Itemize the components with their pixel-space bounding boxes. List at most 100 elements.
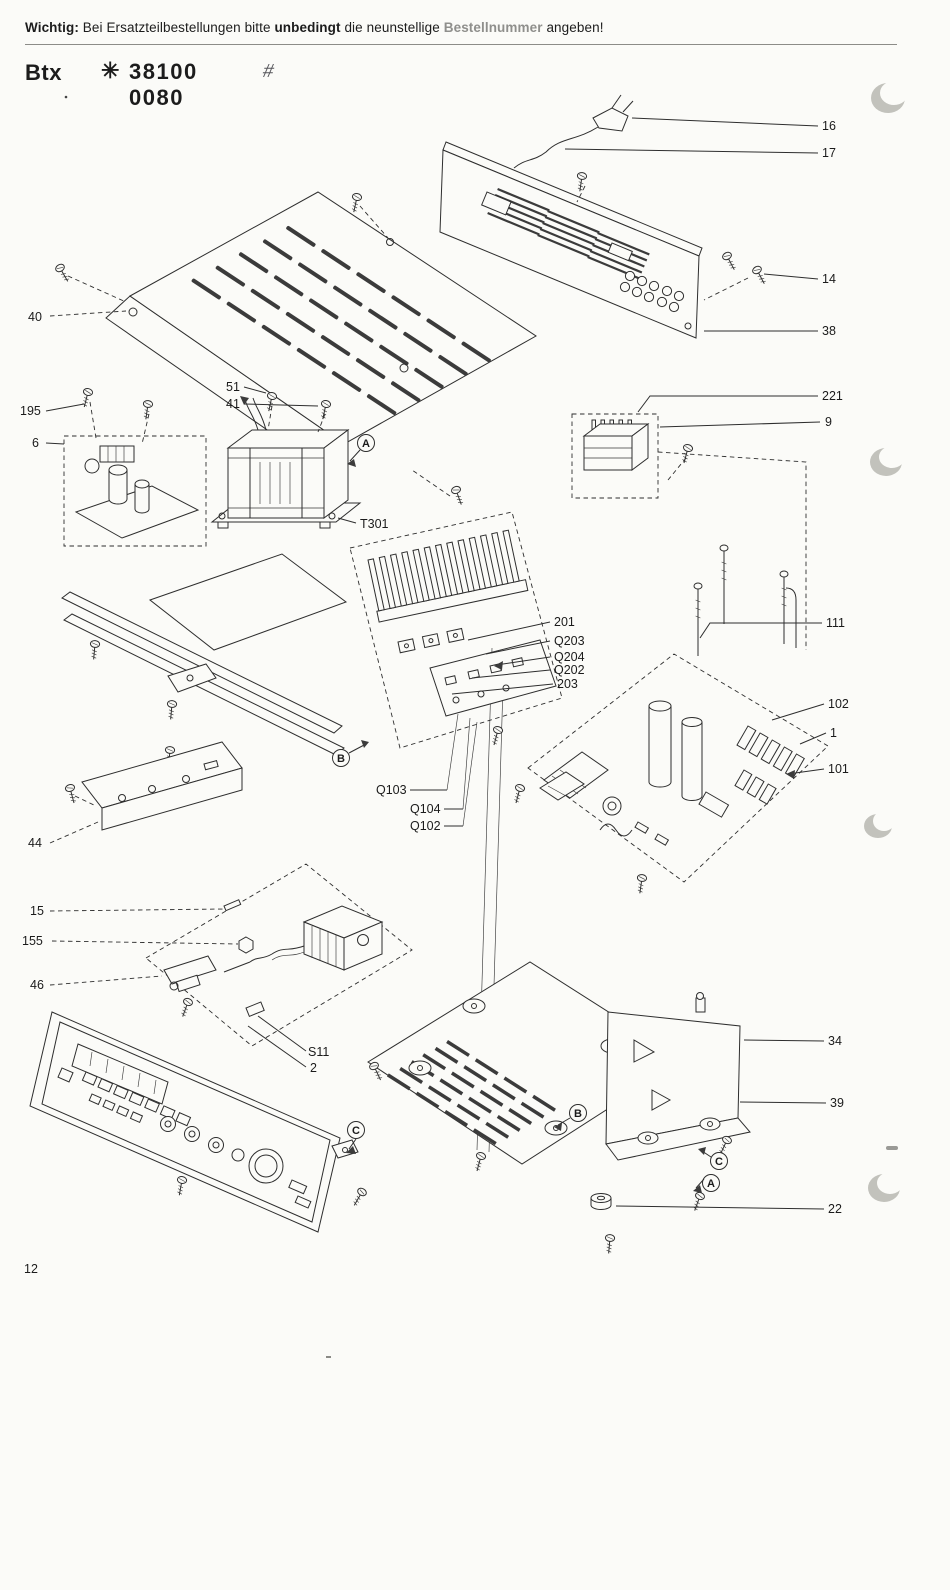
notice-prefix: Wichtig: (25, 20, 79, 35)
svg-text:22: 22 (828, 1202, 842, 1216)
driver-board (429, 639, 557, 717)
ref-circle-b1: B (332, 740, 369, 767)
connector-module (571, 413, 694, 499)
svg-text:T301: T301 (360, 517, 389, 531)
reference-letters: A B C B C A (332, 434, 728, 1193)
ref-circle-c2: C (698, 1147, 728, 1170)
svg-text:101: 101 (828, 762, 849, 776)
callout-111: 111 (699, 616, 845, 639)
svg-text:195: 195 (20, 404, 41, 418)
top-cover (53, 191, 537, 507)
svg-text:B: B (337, 753, 345, 765)
wire-arrow (240, 396, 249, 405)
callout-39: 39 (739, 1096, 844, 1110)
model-label: Btx (25, 60, 62, 85)
svg-text:38: 38 (822, 324, 836, 338)
svg-text:Q204: Q204 (554, 650, 585, 664)
bottom-plate (367, 961, 751, 1255)
display-window (71, 1043, 169, 1105)
callout-9: 9 (659, 415, 832, 429)
svg-text:B: B (574, 1108, 582, 1120)
psu-module (63, 387, 207, 547)
callout-q202: Q202 (471, 663, 585, 679)
callout-46: 46 (30, 975, 163, 992)
latch (695, 997, 706, 1013)
knob-small-1 (160, 1116, 176, 1132)
svg-text:Q102: Q102 (410, 819, 441, 833)
svg-text:A: A (362, 438, 370, 450)
callout-6: 6 (32, 436, 65, 450)
knob-small-4 (231, 1148, 245, 1162)
callout-2: 2 (247, 1025, 317, 1075)
ref-circle-a2: A (693, 1174, 720, 1193)
side-bracket (64, 741, 243, 831)
notice-bestellnummer: Bestellnummer (443, 20, 543, 35)
svg-text:155: 155 (22, 934, 43, 948)
callout-195: 195 (20, 403, 85, 418)
svg-text:9: 9 (825, 415, 832, 429)
callout-101: 101 (786, 762, 849, 779)
svg-text:15: 15 (30, 904, 44, 918)
svg-text:17: 17 (822, 146, 836, 160)
knob-small-3 (208, 1137, 224, 1153)
callout-51: 51 (226, 380, 267, 394)
power-transistors (397, 627, 465, 654)
callout-14: 14 (763, 272, 836, 286)
heatsink (367, 529, 529, 623)
ref-circle-b2: B (554, 1104, 587, 1131)
notice-text-a: Bei Ersatzteilbestellungen bitte (82, 20, 271, 35)
notice-text-e: angeben! (546, 20, 604, 35)
callout-q102: Q102 (410, 721, 478, 833)
ref-circle-c1: C (346, 1121, 365, 1154)
svg-text:Q203: Q203 (554, 634, 585, 648)
page-number: 12 (24, 1262, 38, 1276)
hex-nut-155 (238, 936, 254, 954)
svg-text:Q104: Q104 (410, 802, 441, 816)
svg-text:34: 34 (828, 1034, 842, 1048)
motor-block (302, 905, 384, 971)
callout-203: 203 (451, 677, 578, 695)
svg-text:46: 46 (30, 978, 44, 992)
svg-text:14: 14 (822, 272, 836, 286)
main-pcb (511, 544, 829, 895)
callout-221: 221 (637, 389, 843, 413)
star-icon: ✳ (101, 58, 120, 83)
callout-22: 22 (615, 1202, 842, 1216)
header-rule (25, 44, 897, 45)
callout-q104: Q104 (410, 717, 471, 816)
rear-panel (439, 94, 769, 339)
order-number: 38100 0080 (129, 59, 198, 110)
callout-40: 40 (28, 310, 127, 324)
callout-44: 44 (28, 821, 99, 850)
svg-text:40: 40 (28, 310, 42, 324)
front-subassembly (145, 863, 413, 1047)
svg-text:16: 16 (822, 119, 836, 133)
tuning-knob (248, 1148, 284, 1184)
callout-38: 38 (704, 324, 836, 338)
knob-small-2 (184, 1126, 200, 1142)
svg-text:6: 6 (32, 436, 39, 450)
switch-s11 (245, 1001, 265, 1017)
svg-text:51: 51 (226, 380, 240, 394)
pin-15 (223, 899, 242, 912)
important-notice: Wichtig: Bei Ersatzteilbestellungen bitt… (25, 20, 604, 35)
svg-text:A: A (707, 1178, 715, 1190)
svg-text:201: 201 (554, 615, 575, 629)
heatsink-assembly (349, 511, 563, 749)
power-cord (513, 126, 599, 169)
svg-text:41: 41 (226, 397, 240, 411)
notice-bold-unbedingt: unbedingt (274, 20, 341, 35)
svg-text:2: 2 (310, 1061, 317, 1075)
svg-text:111: 111 (826, 616, 845, 630)
svg-text:221: 221 (822, 389, 843, 403)
callout-41: 41 (226, 397, 319, 411)
svg-text:102: 102 (828, 697, 849, 711)
callouts: 16 17 14 38 40 221 9 195 6 51 41 T301 20… (20, 117, 849, 1216)
callout-s11: S11 (257, 1015, 329, 1059)
connector-strip (736, 725, 805, 779)
svg-text:C: C (352, 1125, 360, 1137)
transformer-t301 (210, 391, 362, 529)
cover-vent-slots (191, 225, 491, 416)
